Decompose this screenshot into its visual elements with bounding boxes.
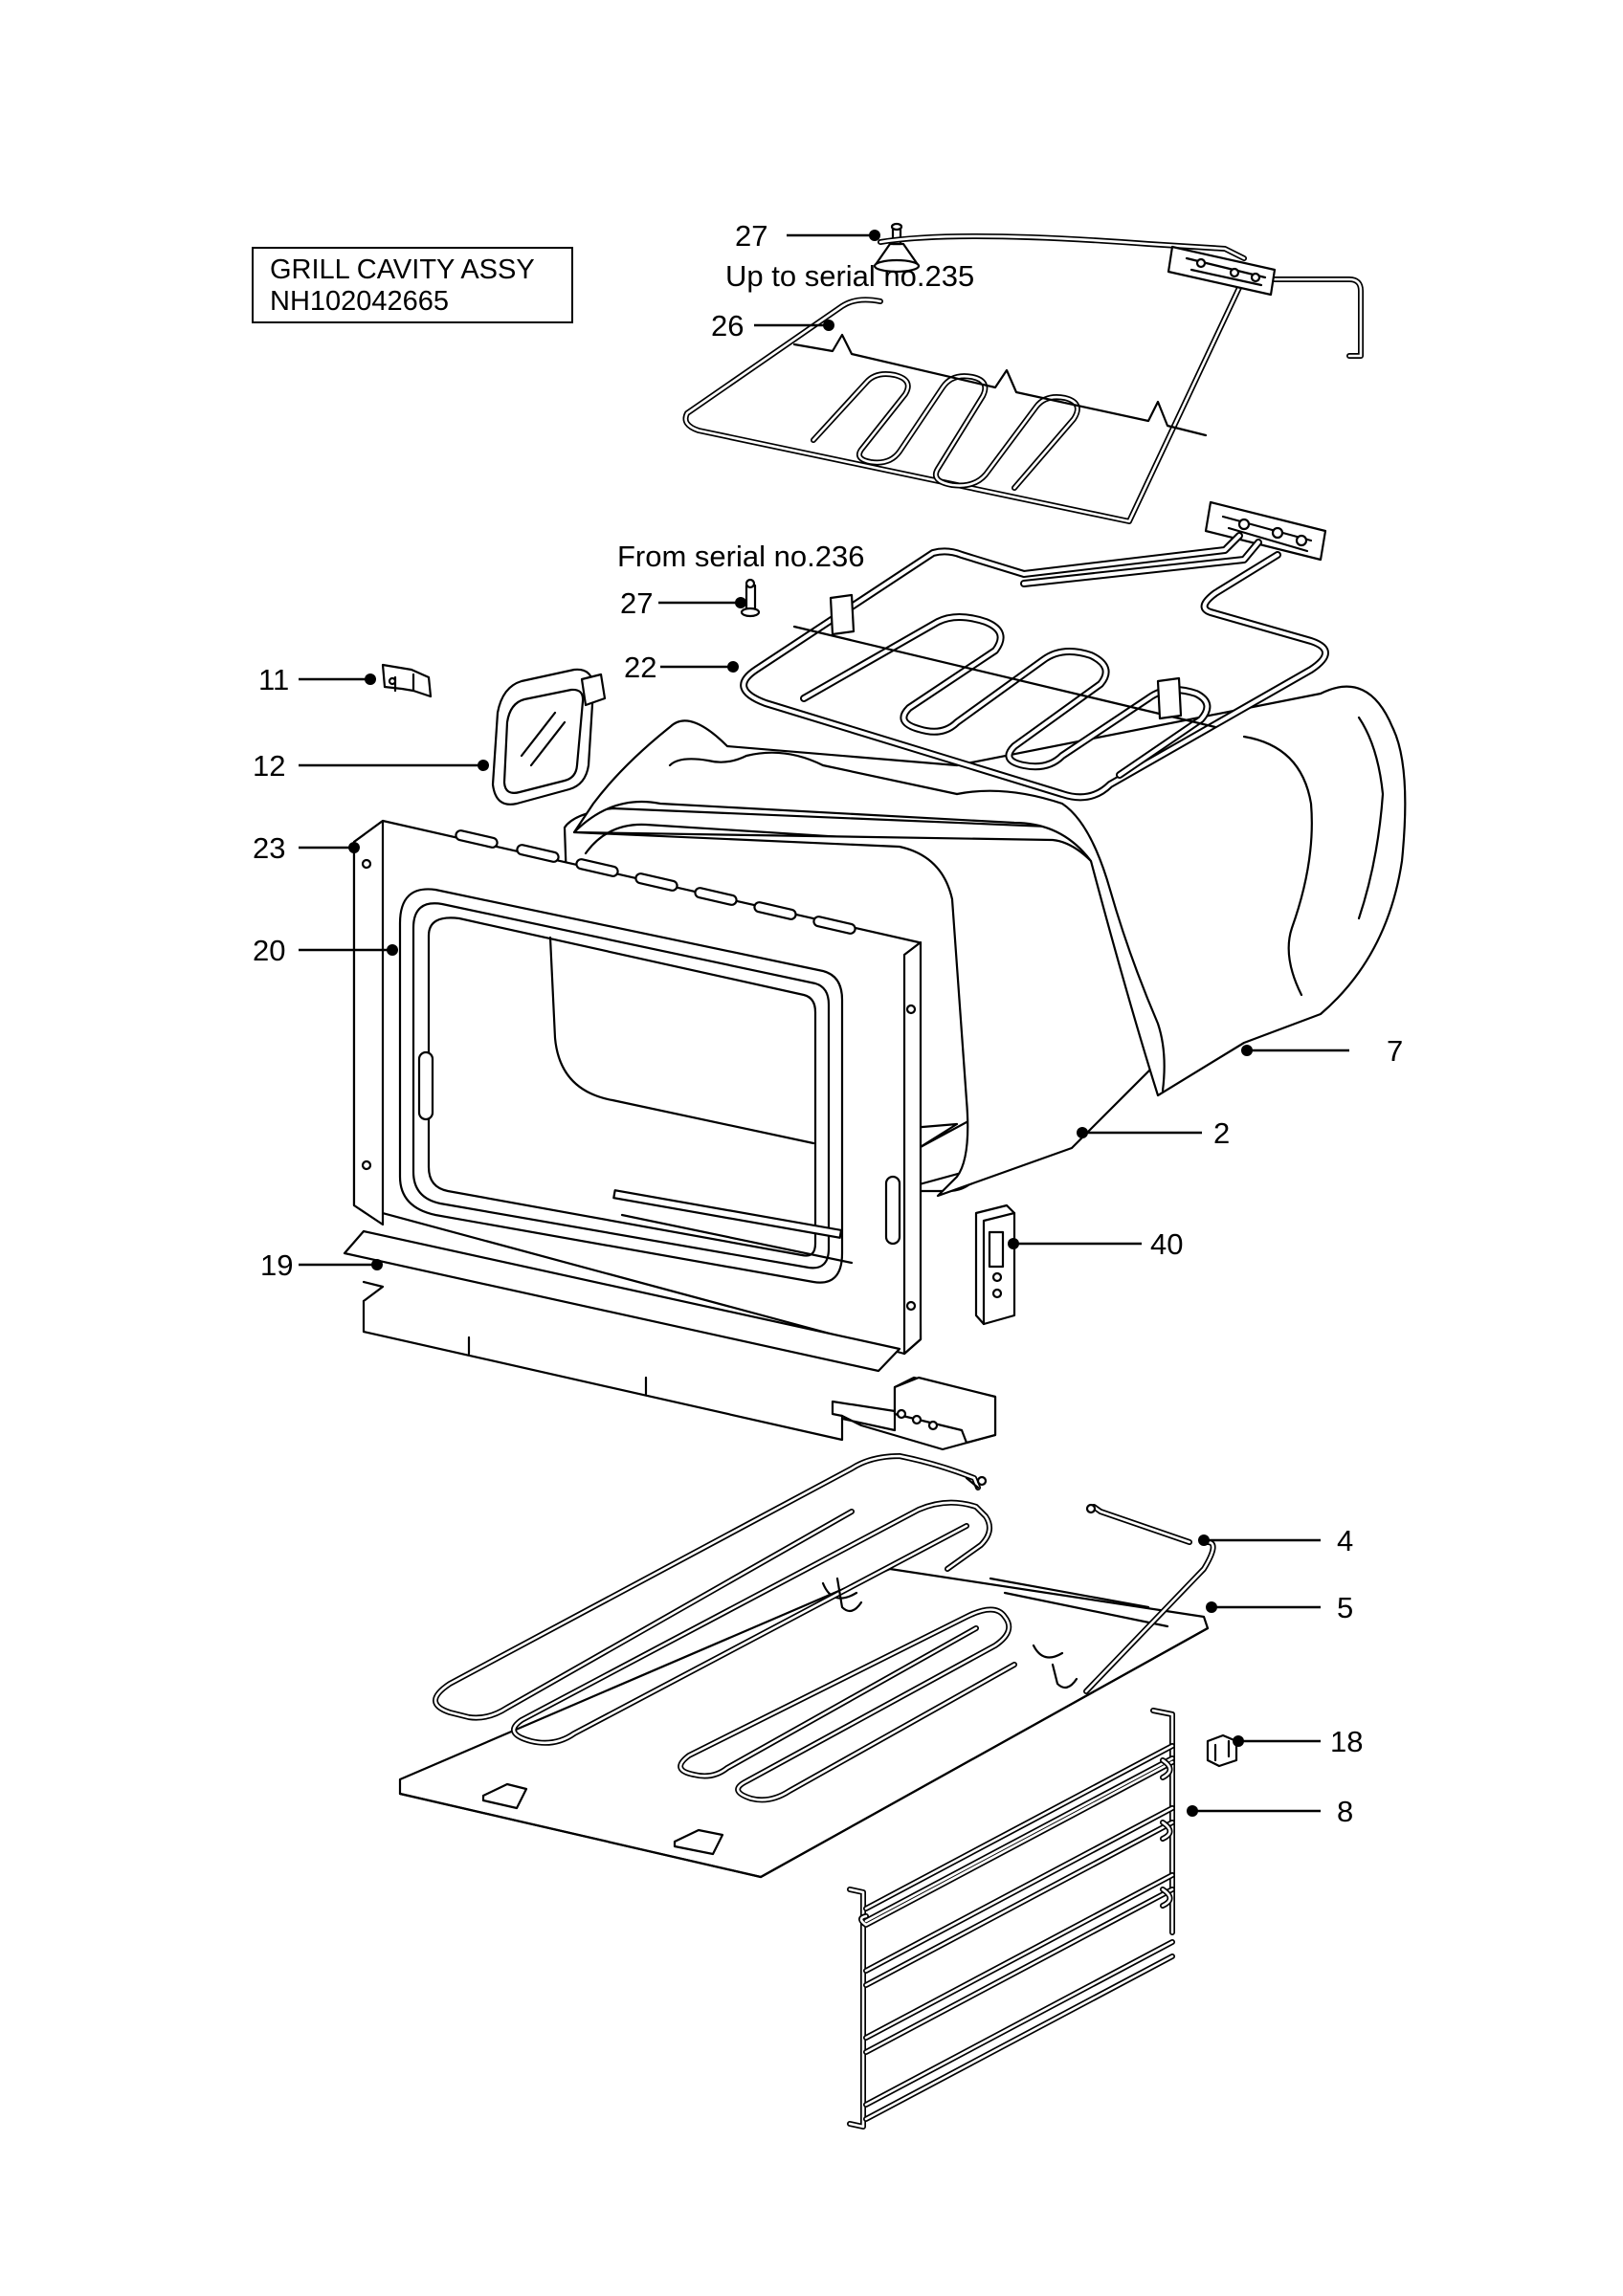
callout-27-pin: 27 [620, 586, 654, 620]
callout-4: 4 [1337, 1524, 1354, 1557]
part-20-door-seal [398, 888, 901, 1284]
callout-8: 8 [1337, 1795, 1354, 1828]
part-12-lamp-housing [491, 668, 607, 806]
part-11-bracket [381, 663, 433, 698]
callout-26: 26 [711, 309, 745, 342]
part-7-insulation [572, 685, 1407, 1097]
part-27-knob [873, 222, 921, 274]
part-40-switch [974, 1203, 1016, 1326]
part-4-bottom-element [433, 1453, 1216, 1803]
note-up-to-serial: Up to serial no.235 [725, 259, 975, 293]
assembly-title-box: GRILL CAVITY ASSY NH102042665 [252, 247, 573, 323]
callout-20: 20 [253, 934, 286, 967]
note-from-serial: From serial no.236 [617, 540, 865, 573]
part-27-pin [740, 578, 761, 618]
callout-19: 19 [260, 1248, 294, 1282]
callout-27-knob: 27 [735, 219, 768, 253]
callout-5: 5 [1337, 1591, 1354, 1624]
callout-12: 12 [253, 749, 286, 783]
callout-40: 40 [1150, 1227, 1184, 1261]
callout-2: 2 [1213, 1116, 1231, 1150]
assembly-part-number: NH102042665 [270, 286, 450, 317]
callout-7: 7 [1387, 1034, 1404, 1068]
part-19-bottom-strip [343, 1229, 997, 1451]
callout-22: 22 [624, 651, 657, 684]
part-8-shelf-support [847, 1708, 1175, 2130]
part-18-clip [1206, 1733, 1238, 1768]
callout-18: 18 [1330, 1725, 1364, 1758]
part-22-grill-element [740, 500, 1329, 802]
callout-11: 11 [258, 663, 290, 696]
part-26-grill-element [682, 232, 1364, 524]
callout-leaders [299, 230, 1349, 1817]
callout-23: 23 [253, 831, 286, 865]
assembly-name: GRILL CAVITY ASSY [270, 254, 535, 285]
